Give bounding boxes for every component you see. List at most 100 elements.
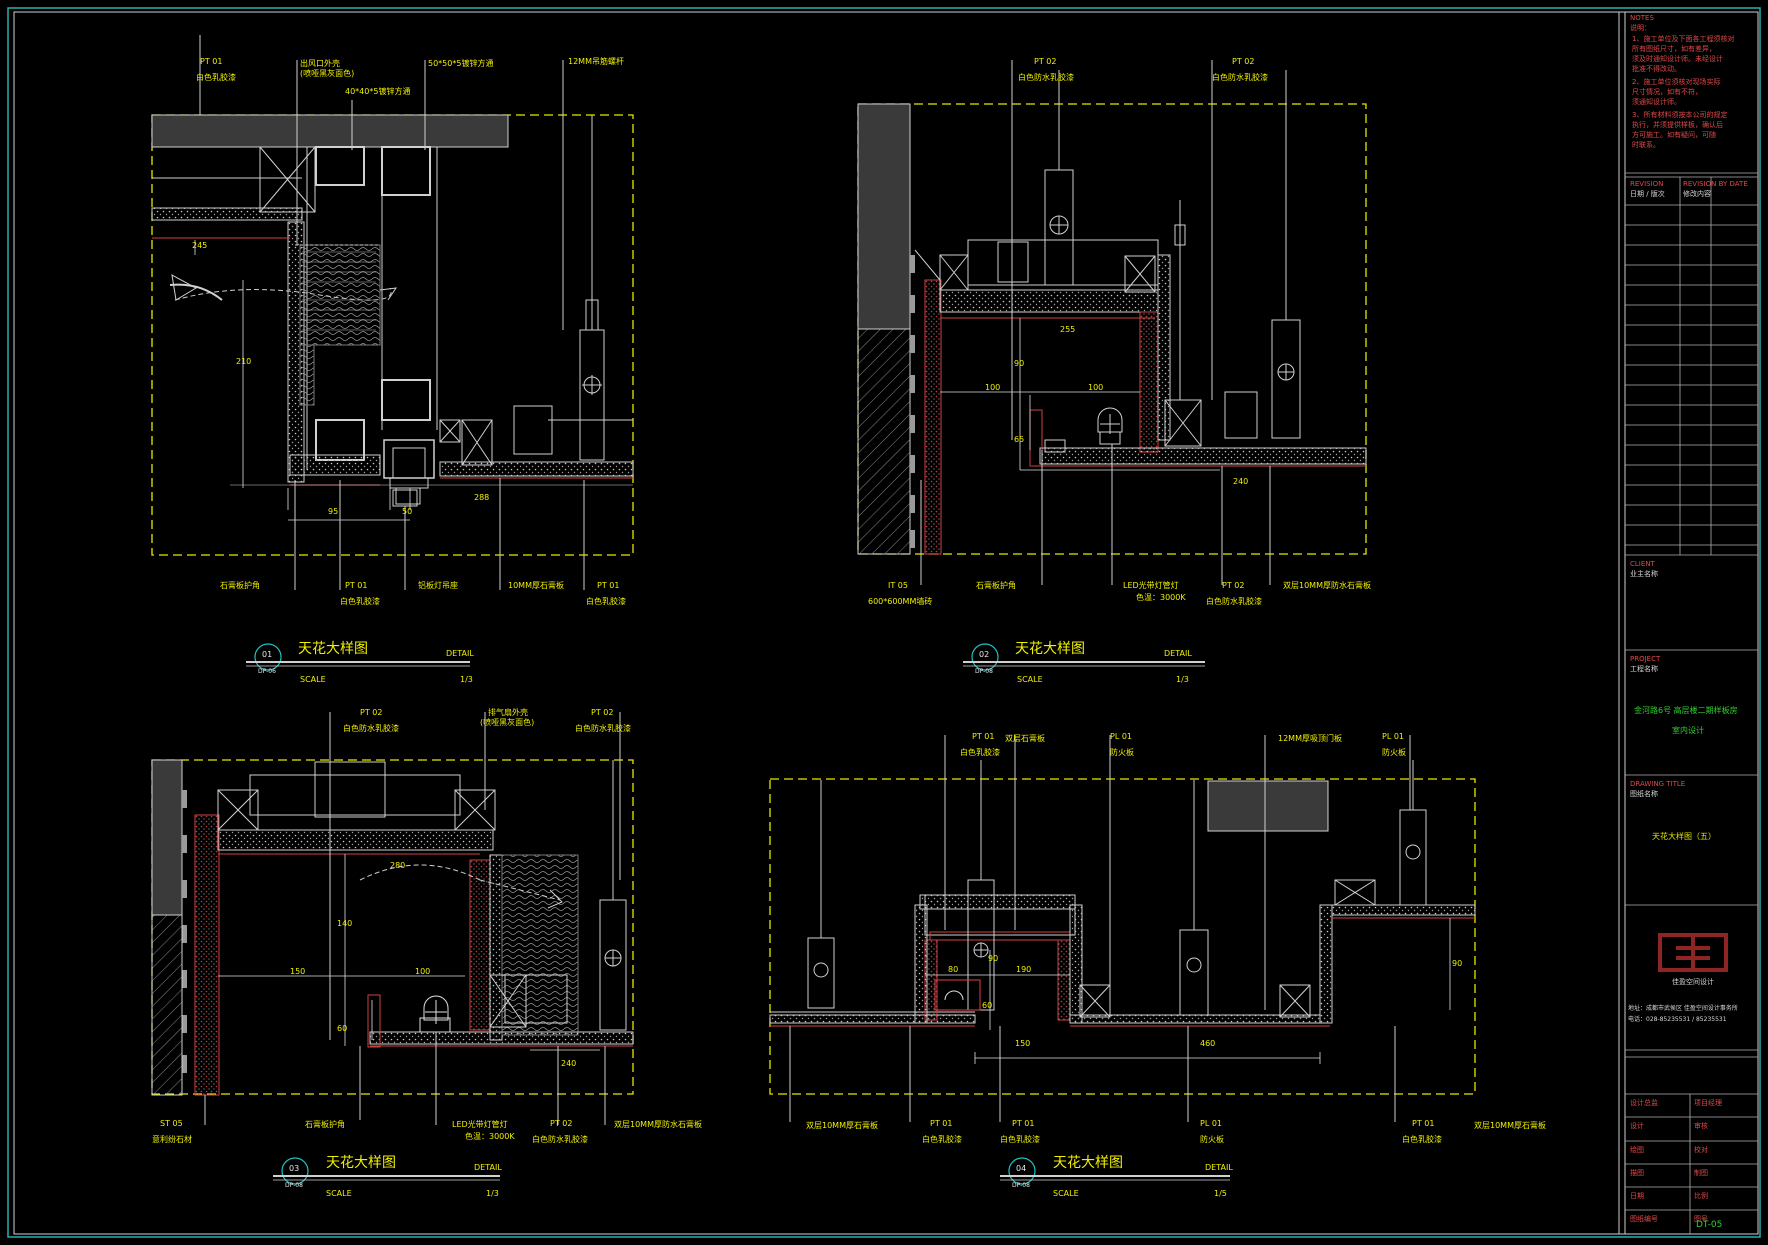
d4-note-4: 12MM厚吸顶门板 [1278,734,1342,743]
d3-note-5: 意利纷石材 [152,1135,192,1144]
tb-note-5: 尺寸情况，如有不符， [1632,88,1702,96]
d2-dim-6: 240 [1233,477,1249,486]
d3-tag-1: PT 02 [360,708,383,717]
d2-note-8: 双层10MM厚防水石膏板 [1283,581,1371,590]
detail-01-drawing [151,35,634,590]
d4-dim-1: 80 [948,965,959,974]
tb-note-2: 须及时通知设计师。未经设计 [1632,55,1723,63]
d4-note-2: 双层石膏板 [1005,734,1045,743]
tb-note-3: 批准不得改动。 [1632,65,1681,73]
tb-note-0: 1、施工单位及下面各工程须核对 [1632,35,1735,43]
d1-tag-3: PT 01 [597,581,620,590]
title-block-grid [1625,172,1758,1234]
d1-dim-1: 245 [192,241,208,250]
d2-note-5: LED光带灯管灯 [1123,581,1179,590]
d4-tag-3: PL 01 [1382,732,1405,741]
d4-tag-6: PL 01 [1200,1119,1223,1128]
d2-callout-ref: DP-08 [975,668,993,675]
tb-rev-cn: 日期 / 版次 [1630,190,1665,198]
tb-sign-2a: 绘图 [1630,1146,1644,1154]
d4-dim-6: 460 [1200,1039,1216,1048]
d4-note-9: 防火板 [1200,1135,1224,1144]
d3-note-7: LED光带灯管灯 [452,1120,508,1129]
d4-dim-2: 90 [988,954,999,963]
tb-drawing-head: DRAWING TITLE [1630,780,1686,788]
tb-notes-head: NOTES [1630,14,1654,22]
d2-dim-3: 100 [985,383,1001,392]
d1-note-7: 石膏板护角 [220,581,260,590]
d3-note-8: 色温：3000K [465,1132,515,1141]
d3-dim-2: 140 [337,919,353,928]
d2-dim-4: 100 [1088,383,1104,392]
d4-tag-1: PT 01 [972,732,995,741]
tb-note-6: 须通知设计师。 [1632,98,1681,106]
d1-note-1: 白色乳胶漆 [196,73,236,82]
d3-tag-3: ST 05 [160,1119,183,1128]
tb-drawing-head-cn: 图纸名称 [1630,790,1658,798]
d3-dim-6: 240 [561,1059,577,1068]
d3-note-6: 石膏板护角 [305,1120,345,1129]
d4-callout-ref: DP-08 [1012,1182,1030,1189]
d4-tag-4: PT 01 [930,1119,953,1128]
d1-note-6: 12MM吊筋螺杆 [568,57,624,66]
d1-callout-no: 01 [262,650,273,659]
d1-detail-word: DETAIL [446,649,474,658]
d4-dim-7: 90 [1452,959,1463,968]
d4-tag-7: PT 01 [1412,1119,1435,1128]
d3-note-3: (喷哑黑灰面色) [480,718,535,727]
tb-address: 地址：成都市武侯区 佳盈空间设计事务所 [1628,1005,1738,1012]
d3-tag-4: PT 02 [550,1119,573,1128]
tb-sign-5a: 图纸编号 [1630,1215,1658,1223]
d4-note-5: 防火板 [1382,748,1406,757]
d2-tag-1: PT 02 [1034,57,1057,66]
d2-note-7: 白色防水乳胶漆 [1206,597,1262,606]
d2-detail-word: DETAIL [1164,649,1192,658]
d3-dim-3: 150 [290,967,306,976]
d4-dim-5: 150 [1015,1039,1031,1048]
d1-scale-word: SCALE [300,675,326,684]
tb-notes-head-cn: 说明： [1630,24,1651,32]
tb-sign-4b: 比例 [1694,1192,1708,1200]
tb-sign-5b: 图号 [1694,1215,1708,1223]
d4-note-6: 双层10MM厚石膏板 [806,1121,878,1130]
d4-note-3: 防火板 [1110,748,1134,757]
tb-project-head: PROJECT [1630,655,1661,663]
tb-note-9: 方可施工。如有疑问，可随 [1632,131,1716,139]
d2-note-1: 白色防水乳胶漆 [1018,73,1074,82]
tb-rev-head: REVISION [1630,180,1664,188]
d4-note-1: 白色乳胶漆 [960,748,1000,757]
tb-project: 工程名称 [1630,665,1658,673]
d4-note-8: 白色乳胶漆 [1000,1135,1040,1144]
detail-04-drawing [769,735,1476,1122]
d1-dim-2: 210 [236,357,252,366]
tb-tel: 电话：028-85235531 / 85235531 [1628,1016,1727,1023]
d1-tag-2: PT 01 [345,581,368,590]
d1-note-10: 10MM厚石膏板 [508,581,564,590]
d3-note-9: 白色防水乳胶漆 [532,1135,588,1144]
d3-callout-ref: DP-08 [285,1182,303,1189]
d4-note-11: 双层10MM厚石膏板 [1474,1121,1546,1130]
tb-note-1: 所有图纸尺寸，如有差异， [1632,45,1716,53]
d3-dim-4: 100 [415,967,431,976]
d3-note-10: 双层10MM厚防水石膏板 [614,1120,702,1129]
d1-note-5: 50*50*5镀锌方通 [428,59,494,68]
tb-project-name: 金河路6号 高层楼二期样板房 [1634,706,1738,715]
d3-note-2: 排气扇外壳 [488,708,528,717]
d2-dim-2: 90 [1014,359,1025,368]
d4-tag-2: PL 01 [1110,732,1133,741]
tb-sheet-no: DT-05 [1696,1220,1723,1230]
d3-callout-no: 03 [289,1164,300,1173]
d2-tag-2: PT 02 [1232,57,1255,66]
d1-note-4: 40*40*5镀锌方通 [345,87,411,96]
tb-client-head: CLIENT [1630,560,1655,568]
tb-sign-3b: 制图 [1694,1169,1708,1177]
d2-note-6: 色温：3000K [1136,593,1186,602]
d2-note-2: 白色防水乳胶漆 [1212,73,1268,82]
tb-note-8: 执行，并须提供样板，确认后 [1632,121,1723,129]
detail-02-drawing [857,60,1367,585]
d1-note-9: 铝板灯吊座 [418,581,458,590]
tb-sign-1a: 设计 [1630,1122,1644,1130]
detail-03-drawing [151,712,634,1125]
d1-note-8: 白色乳胶漆 [340,597,380,606]
